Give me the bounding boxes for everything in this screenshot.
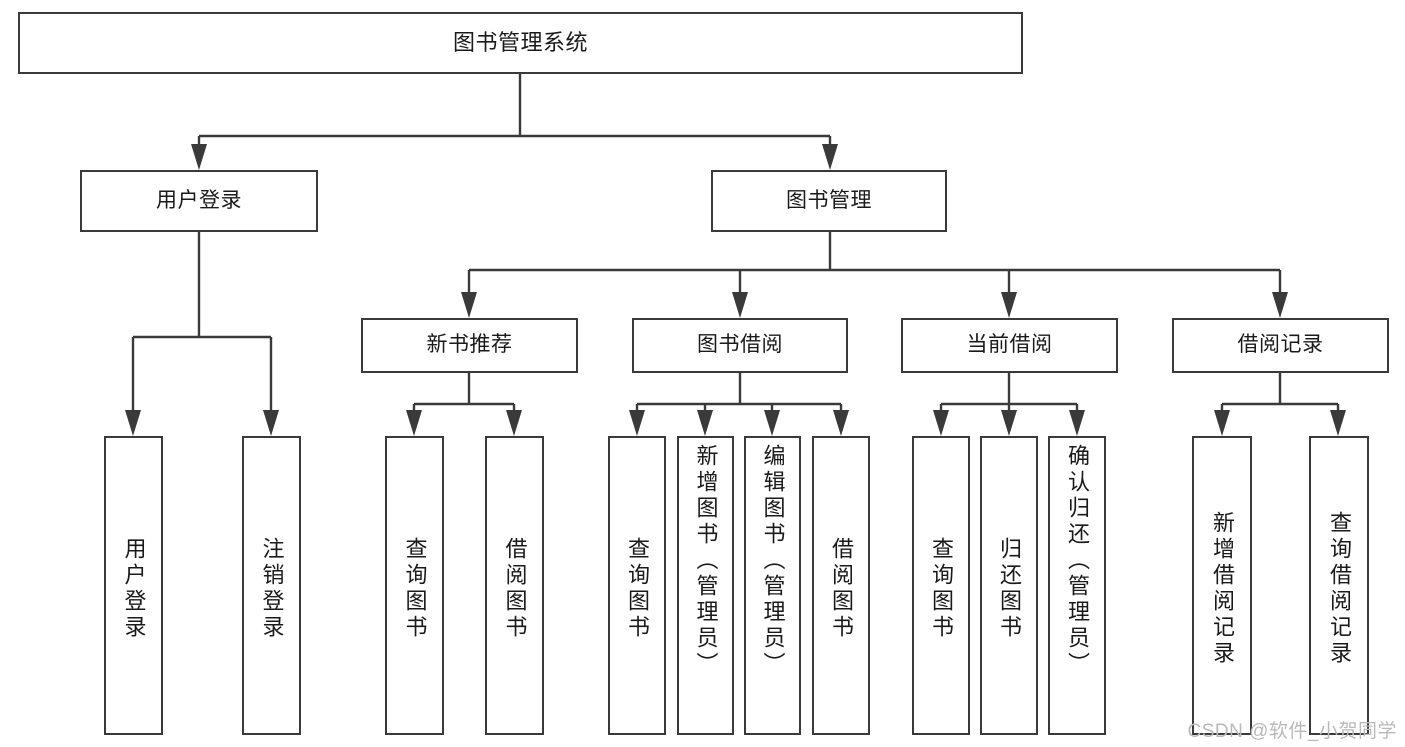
- node-label: 确认归还（管理员）: [1065, 444, 1090, 678]
- leaf-borrow-book-new[interactable]: 借阅图书: [485, 436, 544, 735]
- node-label: 图书借阅: [697, 333, 783, 357]
- node-current-borrowing[interactable]: 当前借阅: [901, 318, 1118, 373]
- node-book-borrowing[interactable]: 图书借阅: [632, 318, 848, 373]
- node-label: 注销登录: [259, 536, 285, 641]
- node-label: 查询图书: [625, 536, 650, 641]
- leaf-return-book[interactable]: 归还图书: [980, 436, 1038, 735]
- leaf-user-login[interactable]: 用户登录: [104, 436, 163, 735]
- node-label: 新书推荐: [426, 333, 513, 357]
- leaf-query-borrow-record[interactable]: 查询借阅记录: [1309, 436, 1369, 735]
- node-borrow-records[interactable]: 借阅记录: [1172, 318, 1389, 373]
- node-label: 查询借阅记录: [1327, 510, 1352, 667]
- leaf-add-borrow-record[interactable]: 新增借阅记录: [1192, 436, 1252, 735]
- leaf-query-book-current[interactable]: 查询图书: [912, 436, 970, 735]
- node-label: 借阅图书: [502, 536, 528, 641]
- leaf-edit-book-admin[interactable]: 编辑图书（管理员）: [744, 436, 801, 735]
- node-label: 新增借阅记录: [1210, 510, 1235, 667]
- node-label: 图书管理: [786, 188, 872, 212]
- leaf-logout[interactable]: 注销登录: [242, 436, 301, 735]
- node-label: 借阅记录: [1237, 333, 1324, 357]
- leaf-borrow-book[interactable]: 借阅图书: [812, 436, 870, 735]
- node-label: 查询图书: [402, 536, 428, 641]
- node-label: 新增图书（管理员）: [693, 444, 719, 678]
- node-root-book-management-system[interactable]: 图书管理系统: [18, 12, 1023, 74]
- node-label: 查询图书: [929, 536, 954, 641]
- leaf-query-book-borrow[interactable]: 查询图书: [608, 436, 666, 735]
- node-label: 借阅图书: [829, 536, 854, 641]
- node-label: 归还图书: [997, 536, 1022, 641]
- node-label: 用户登录: [156, 188, 242, 212]
- node-label: 图书管理系统: [452, 30, 588, 56]
- leaf-confirm-return-admin[interactable]: 确认归还（管理员）: [1048, 436, 1106, 735]
- node-label: 编辑图书（管理员）: [760, 444, 786, 678]
- node-label: 当前借阅: [966, 333, 1053, 357]
- node-book-management[interactable]: 图书管理: [711, 170, 947, 232]
- leaf-query-book-new[interactable]: 查询图书: [385, 436, 444, 735]
- watermark: CSDN @软件_小贺同学: [1187, 721, 1397, 742]
- leaf-add-book-admin[interactable]: 新增图书（管理员）: [677, 436, 734, 735]
- node-user-login[interactable]: 用户登录: [80, 170, 318, 232]
- node-label: 用户登录: [121, 536, 147, 641]
- node-new-book-recommendation[interactable]: 新书推荐: [361, 318, 578, 373]
